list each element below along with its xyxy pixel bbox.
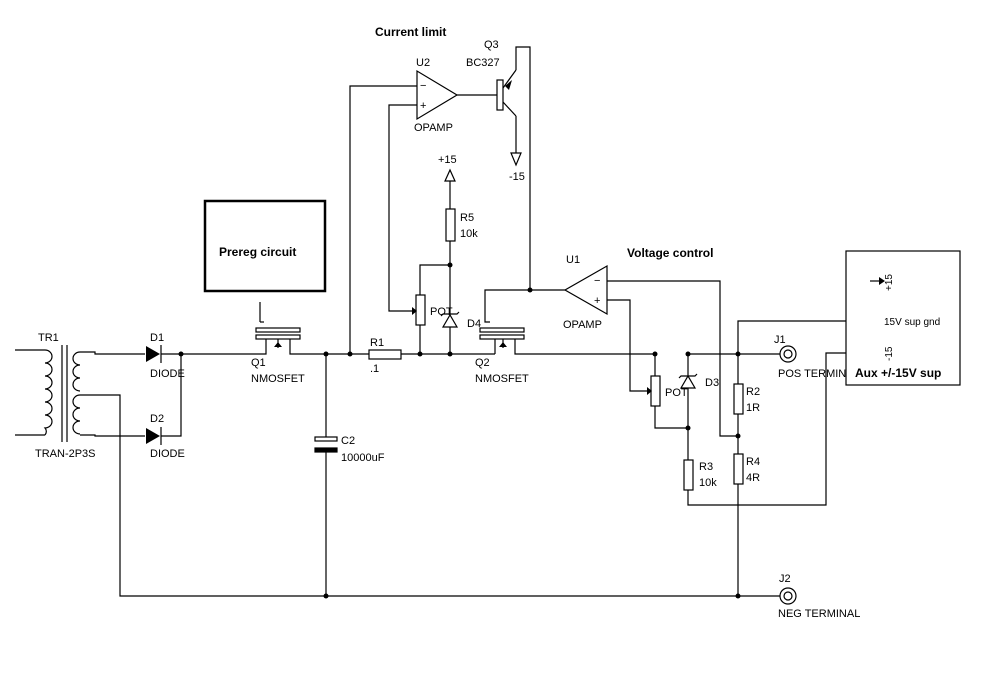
q1-value: NMOSFET: [251, 373, 305, 385]
mosfet-q1: Q1 NMOSFET: [251, 302, 326, 385]
r3-ref: R3: [699, 461, 713, 473]
d2-ref: D2: [150, 413, 164, 425]
r5-value: 10k: [460, 228, 478, 240]
aux-neg15-label: -15: [884, 346, 895, 361]
q2-value: NMOSFET: [475, 373, 529, 385]
voltage-control-title: Voltage control: [627, 246, 713, 260]
mosfet-q2: Q2 NMOSFET: [475, 289, 655, 385]
tr1-value: TRAN-2P3S: [35, 448, 96, 460]
neg15-label: -15: [509, 171, 525, 183]
prereg-label: Prereg circuit: [219, 245, 296, 259]
u2-minus: −: [420, 80, 426, 92]
diode-d2: D2 DIODE: [146, 354, 185, 460]
r4-ref: R4: [746, 456, 760, 468]
r1-ref: R1: [370, 337, 384, 349]
r1-value: .1: [370, 363, 379, 375]
j2-ref: J2: [779, 573, 791, 585]
pot1-label: POT: [430, 306, 453, 318]
u2-ref: U2: [416, 57, 430, 69]
u1-ref: U1: [566, 254, 580, 266]
terminal-j1: J1 POS TERMINAL: [774, 334, 860, 380]
resistor-r1: R1 .1: [368, 337, 402, 375]
potentiometer-pot2: POT: [647, 354, 688, 429]
zener-d3: D3: [678, 354, 719, 460]
current-limit-title: Current limit: [375, 25, 446, 39]
d2-value: DIODE: [150, 448, 185, 460]
pos15-supply-symbol: +15: [438, 154, 457, 182]
resistor-r5: R5 10k: [445, 208, 478, 242]
aux-supply-box: +15 15V sup gnd -15 Aux +/-15V sup: [845, 250, 961, 386]
r3-value: 10k: [699, 477, 717, 489]
potentiometer-pot1: POT: [412, 294, 453, 354]
r4-value: 4R: [746, 472, 760, 484]
opamp-u1: − + U1 OPAMP: [563, 254, 608, 331]
r2-ref: R2: [746, 386, 760, 398]
u1-plus: +: [594, 295, 600, 307]
tr1-ref: TR1: [38, 332, 59, 344]
r2-value: 1R: [746, 402, 760, 414]
u1-minus: −: [594, 275, 600, 287]
prereg-circuit-box: Prereg circuit: [203, 199, 327, 293]
opamp-u2: − + U2 OPAMP: [414, 57, 459, 134]
q2-ref: Q2: [475, 357, 490, 369]
q1-ref: Q1: [251, 357, 266, 369]
pot2-label: POT: [665, 387, 688, 399]
diode-d1: D1 DIODE: [146, 332, 185, 380]
aux-gnd-label: 15V sup gnd: [884, 317, 940, 328]
j1-ref: J1: [774, 334, 786, 346]
j1-value: POS TERMINAL: [778, 368, 860, 380]
transistor-q3: Q3 BC327: [466, 39, 531, 290]
r5-ref: R5: [460, 212, 474, 224]
d4-ref: D4: [467, 318, 481, 330]
capacitor-c2: C2 10000uF: [314, 354, 385, 596]
d1-ref: D1: [150, 332, 164, 344]
c2-value: 10000uF: [341, 452, 385, 464]
q3-value: BC327: [466, 57, 500, 69]
u2-plus: +: [420, 100, 426, 112]
j2-value: NEG TERMINAL: [778, 608, 860, 620]
terminal-j2: J2 NEG TERMINAL: [778, 573, 860, 620]
transformer-tr1: TR1 TRAN-2P3S: [15, 332, 96, 460]
aux-pos15-label: +15: [884, 274, 895, 291]
resistor-r3: R3 10k: [683, 352, 872, 506]
neg15-supply-symbol: -15: [509, 152, 525, 183]
u1-value: OPAMP: [563, 319, 602, 331]
d1-value: DIODE: [150, 368, 185, 380]
resistor-r4: R4 4R: [733, 453, 760, 596]
aux-title: Aux +/-15V sup: [855, 366, 941, 380]
zener-d4: D4: [440, 311, 481, 354]
resistor-r2: R2 1R: [733, 354, 760, 454]
c2-ref: C2: [341, 435, 355, 447]
u2-value: OPAMP: [414, 122, 453, 134]
q3-ref: Q3: [484, 39, 499, 51]
pos15-label: +15: [438, 154, 457, 166]
d3-ref: D3: [705, 377, 719, 389]
